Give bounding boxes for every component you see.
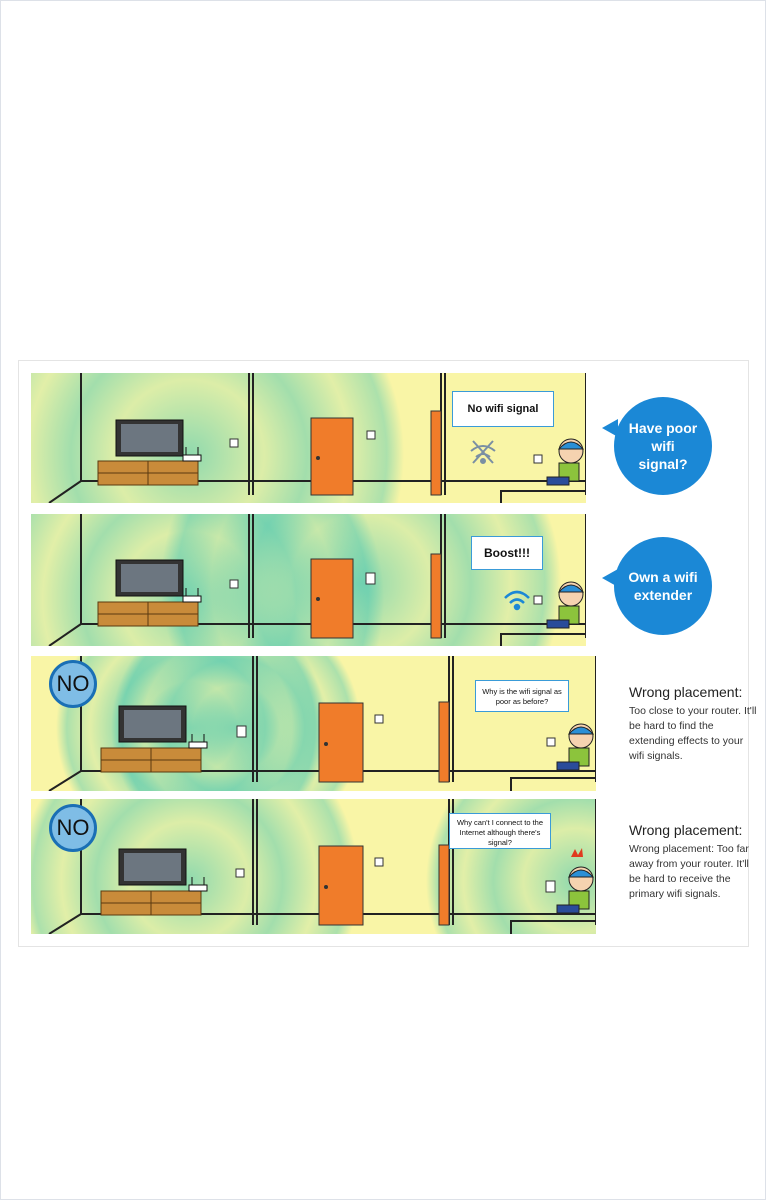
speech-bubble: Boost!!! <box>471 536 543 570</box>
side-door <box>438 701 450 783</box>
wrong-placement-far: Wrong placement: Wrong placement: Too fa… <box>629 822 759 902</box>
wrong-placement-text: Wrong placement: Too far away from your … <box>629 843 749 900</box>
tv-cabinet <box>97 601 199 627</box>
wifi-icon <box>504 590 530 611</box>
tv-cabinet <box>100 747 202 773</box>
wall-socket-icon <box>235 868 245 878</box>
side-door <box>430 553 442 639</box>
router-icon <box>188 734 208 749</box>
tv-cabinet <box>100 890 202 916</box>
extender-icon <box>365 572 376 585</box>
wall-socket-icon <box>229 579 239 589</box>
side-door <box>438 844 450 926</box>
boy-figure <box>556 723 595 771</box>
callout-poor-wifi: Have poor wifi signal? <box>614 397 712 495</box>
extender-signal-waves <box>161 514 561 646</box>
speech-bubble: No wifi signal <box>452 391 554 427</box>
wall-socket-icon <box>533 454 543 464</box>
scene-row-3-drawing <box>48 656 596 791</box>
wall-socket-icon <box>229 438 239 448</box>
wrong-placement-close: Wrong placement: Too close to your route… <box>629 684 759 764</box>
wrong-placement-heading: Wrong placement: <box>629 684 743 700</box>
scene-row-3: Why is the wifi signal as poor as before… <box>31 656 596 791</box>
router-icon <box>188 877 208 892</box>
tv-icon <box>118 705 187 743</box>
wrong-placement-text: Too close to your router. It'll be hard … <box>629 705 757 762</box>
side-door <box>430 410 442 496</box>
speech-bubble: Why is the wifi signal as poor as before… <box>475 680 569 712</box>
wall-socket-icon <box>546 737 556 747</box>
wall-socket-icon <box>533 595 543 605</box>
scene-row-1-drawing <box>31 373 586 503</box>
scene-row-4-drawing <box>31 799 596 934</box>
tv-icon <box>115 419 184 457</box>
tv-icon <box>118 848 187 886</box>
infographic-card: No wifi signal Have poor wifi signal? <box>18 360 756 947</box>
boy-figure <box>546 438 585 486</box>
boy-figure <box>556 866 595 914</box>
scene-row-2: Boost!!! <box>31 514 586 646</box>
callout-tail <box>602 419 618 437</box>
scene-row-1: No wifi signal <box>31 373 586 503</box>
wall-socket-icon <box>374 714 384 724</box>
tv-icon <box>115 559 184 597</box>
no-badge: NO <box>49 660 97 708</box>
no-wifi-icon <box>470 440 496 464</box>
wrong-placement-heading: Wrong placement: <box>629 822 743 838</box>
scene-row-2-drawing <box>31 514 586 646</box>
extender-icon <box>236 725 247 738</box>
wall-socket-icon <box>374 857 384 867</box>
wall-socket-icon <box>366 430 376 440</box>
router-icon <box>182 447 202 462</box>
tv-cabinet <box>97 460 199 486</box>
router-icon <box>182 588 202 603</box>
callout-own-extender: Own a wifi extender <box>614 537 712 635</box>
no-badge: NO <box>49 804 97 852</box>
extender-icon <box>545 880 556 893</box>
anger-icon <box>571 848 583 857</box>
scene-row-4: Why can't I connect to the Internet alth… <box>31 799 596 934</box>
boy-figure <box>546 581 585 629</box>
speech-bubble: Why can't I connect to the Internet alth… <box>449 813 551 849</box>
